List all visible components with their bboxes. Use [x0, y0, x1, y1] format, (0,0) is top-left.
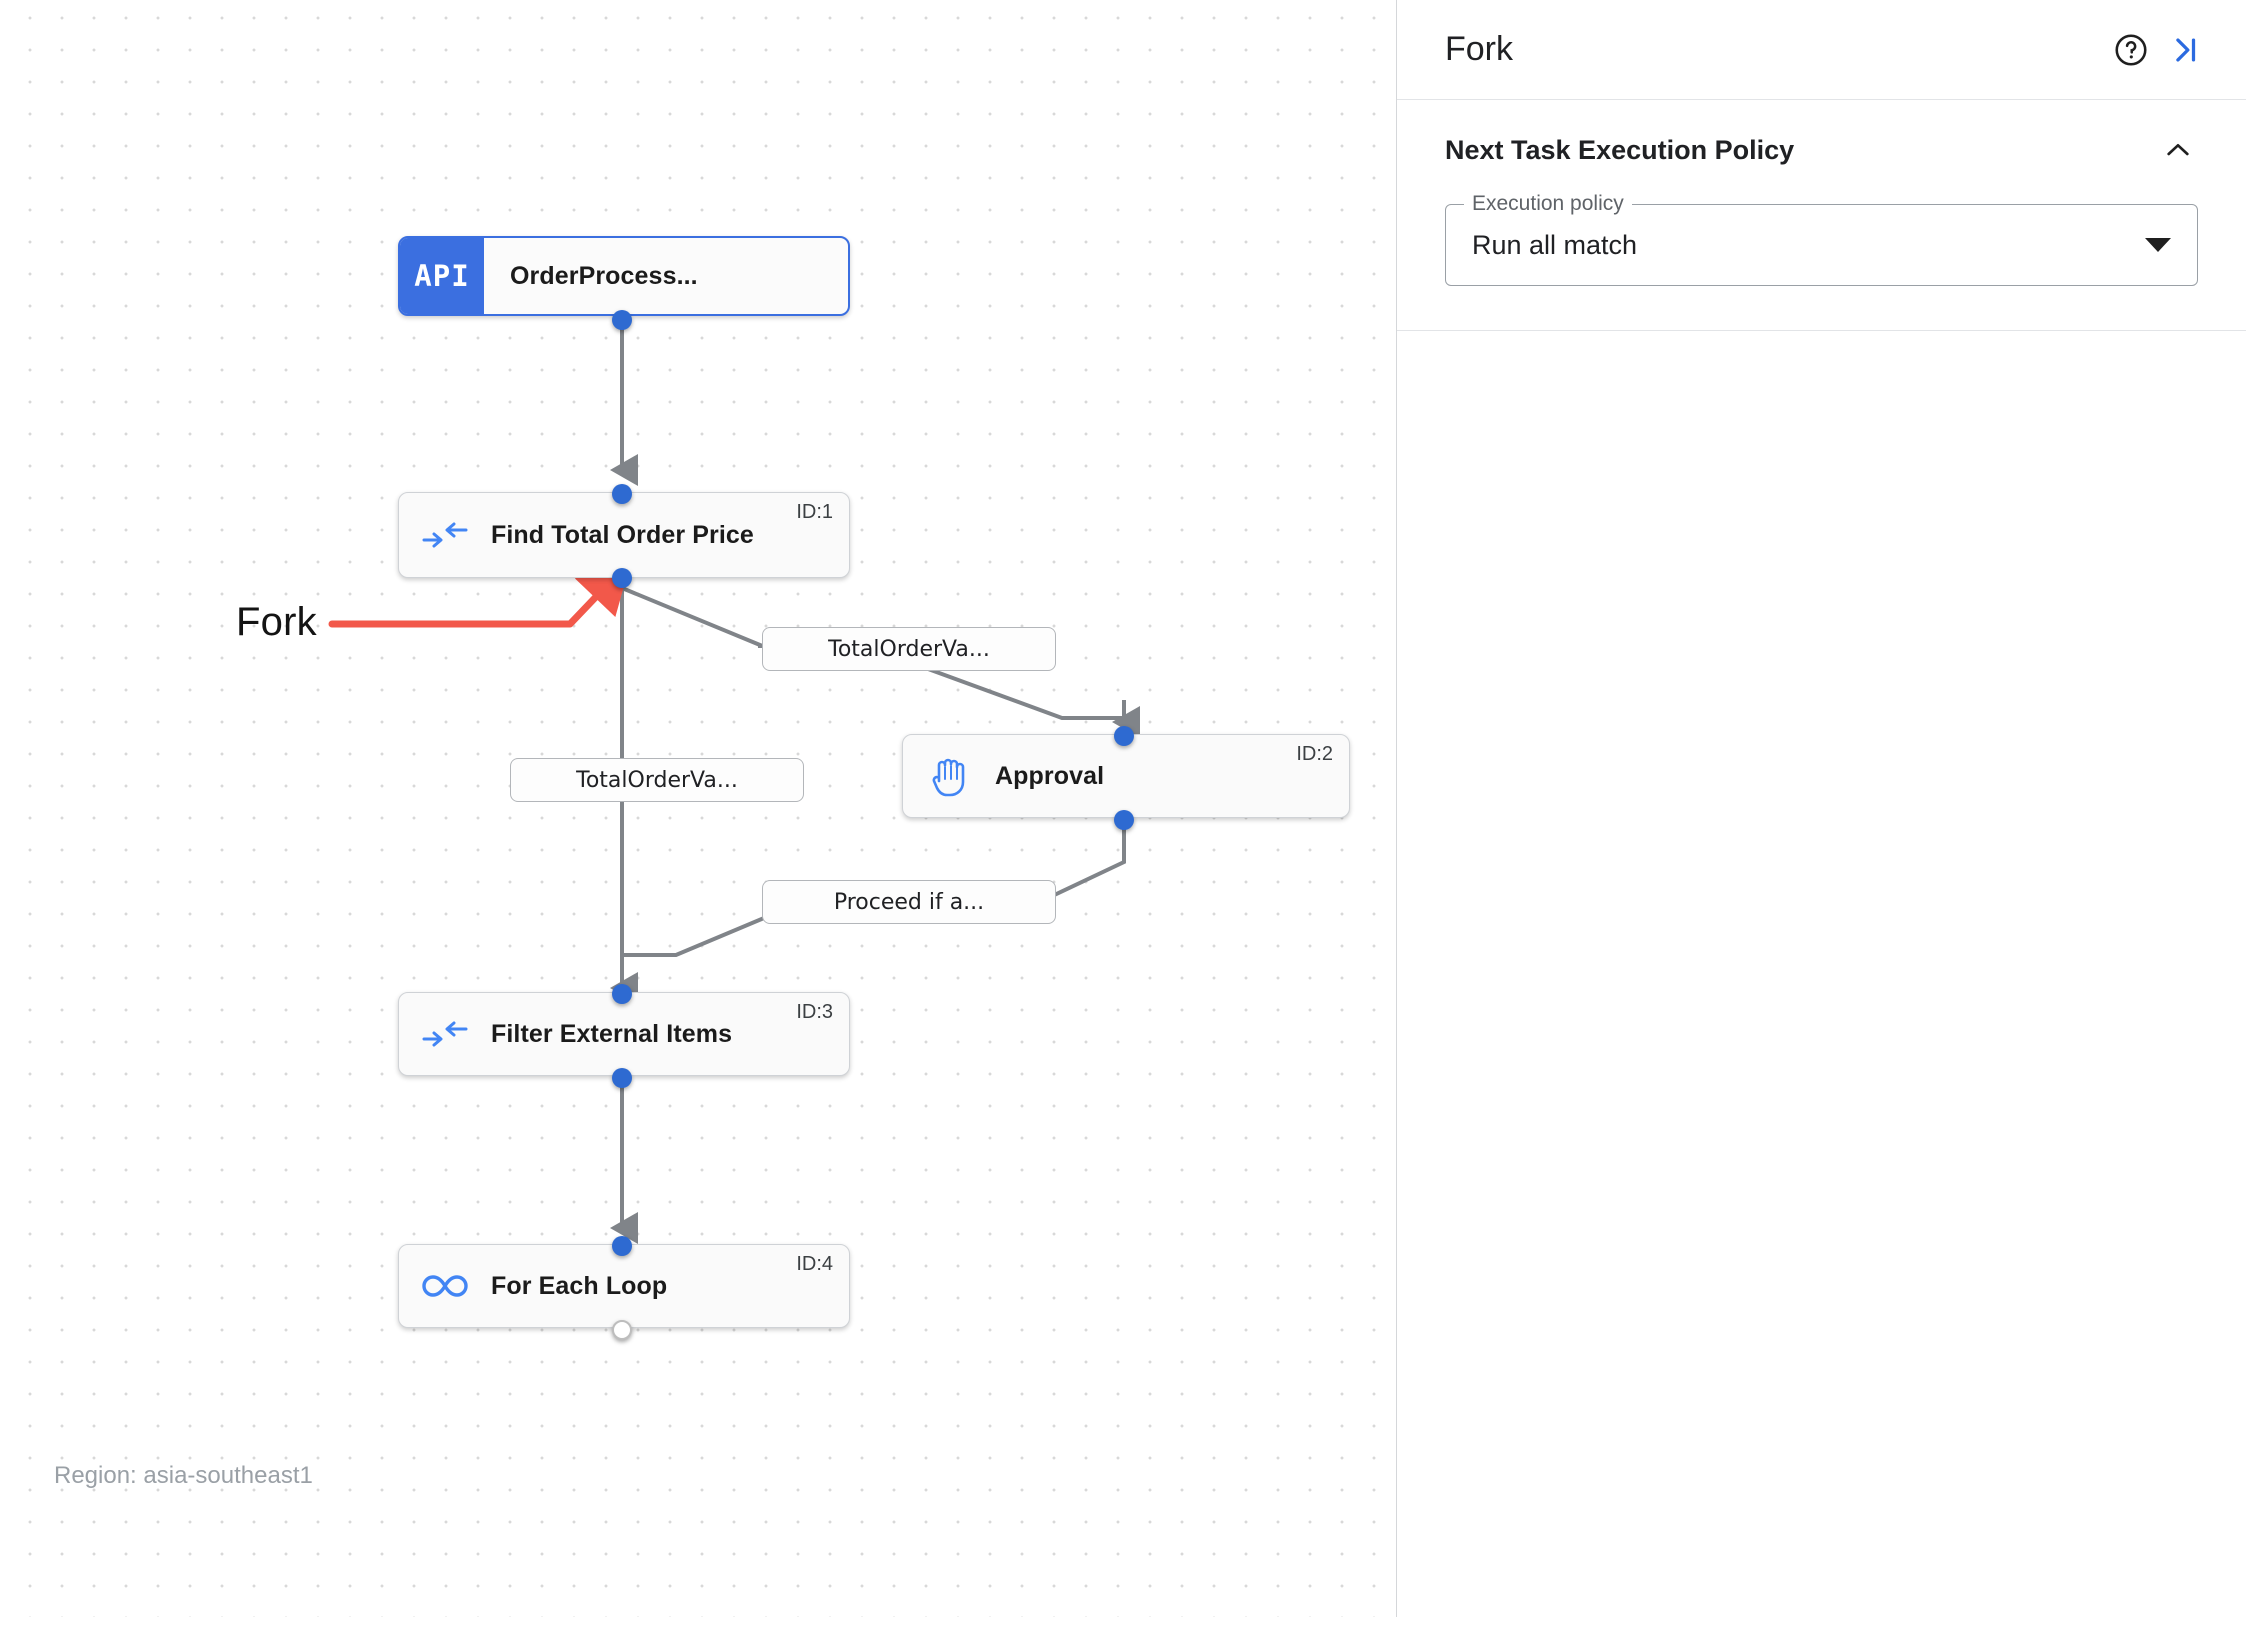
node-title: For Each Loop	[491, 1271, 668, 1300]
execution-policy-legend: Execution policy	[1464, 192, 1632, 216]
node-approval[interactable]: Approval ID:2	[902, 734, 1350, 818]
node-find-total-order-price[interactable]: Find Total Order Price ID:1	[398, 492, 850, 578]
workflow-canvas[interactable]: Fork API OrderProcess... Find Total Orde…	[0, 0, 1396, 1617]
node-for-each-loop[interactable]: For Each Loop ID:4	[398, 1244, 850, 1328]
chevron-up-icon[interactable]	[2158, 130, 2198, 170]
edge-label-total-order-value-left[interactable]: TotalOrderVa...	[510, 758, 804, 802]
region-watermark: Region: asia-southeast1	[54, 1462, 313, 1489]
help-circle-icon[interactable]	[2104, 23, 2158, 77]
node-task4-input-port[interactable]	[612, 1236, 632, 1256]
properties-panel: Fork Next Task Execution Policy	[1397, 0, 2246, 1632]
canvas-panel-divider	[1396, 0, 1397, 1617]
node-title: OrderProcess...	[510, 261, 698, 290]
node-title: Filter External Items	[491, 1019, 733, 1048]
node-order-process-api[interactable]: API OrderProcess...	[398, 236, 850, 316]
node-task3-input-port[interactable]	[612, 984, 632, 1004]
node-approval-input-port[interactable]	[1114, 726, 1134, 746]
collapse-panel-right-icon[interactable]	[2158, 23, 2212, 77]
node-approval-output-port[interactable]	[1114, 810, 1134, 830]
node-title: Find Total Order Price	[491, 520, 754, 549]
panel-header: Fork	[1397, 0, 2246, 100]
annotation-leader-line	[328, 559, 632, 628]
node-id-label: ID:2	[1296, 743, 1333, 765]
section-header[interactable]: Next Task Execution Policy	[1445, 130, 2198, 170]
node-filter-external-items[interactable]: Filter External Items ID:3	[398, 992, 850, 1076]
fork-annotation-label: Fork	[236, 600, 317, 644]
execution-policy-select[interactable]: Execution policy Run all match	[1445, 192, 2198, 286]
section-title: Next Task Execution Policy	[1445, 134, 1795, 165]
node-id-label: ID:4	[796, 1253, 833, 1275]
node-api-output-port[interactable]	[612, 310, 632, 330]
node-task1-output-port[interactable]	[612, 568, 632, 588]
merge-arrows-icon	[399, 522, 491, 548]
node-id-label: ID:3	[796, 1001, 833, 1023]
execution-policy-value: Run all match	[1472, 229, 1638, 260]
panel-title: Fork	[1445, 30, 1513, 68]
section-next-task-execution-policy: Next Task Execution Policy Execution pol…	[1397, 100, 2246, 331]
node-task1-input-port[interactable]	[612, 484, 632, 504]
edge-label-total-order-value-right[interactable]: TotalOrderVa...	[762, 627, 1056, 671]
infinity-loop-icon	[399, 1273, 491, 1299]
node-id-label: ID:1	[796, 501, 833, 523]
api-badge-icon: API	[400, 238, 484, 314]
edge-label-proceed-if[interactable]: Proceed if a...	[762, 880, 1056, 924]
caret-down-icon[interactable]	[2145, 238, 2171, 252]
node-title: Approval	[995, 761, 1105, 790]
merge-arrows-icon	[399, 1021, 491, 1047]
raised-hand-icon	[903, 755, 995, 797]
node-task4-output-port[interactable]	[612, 1320, 632, 1340]
node-task3-output-port[interactable]	[612, 1068, 632, 1088]
